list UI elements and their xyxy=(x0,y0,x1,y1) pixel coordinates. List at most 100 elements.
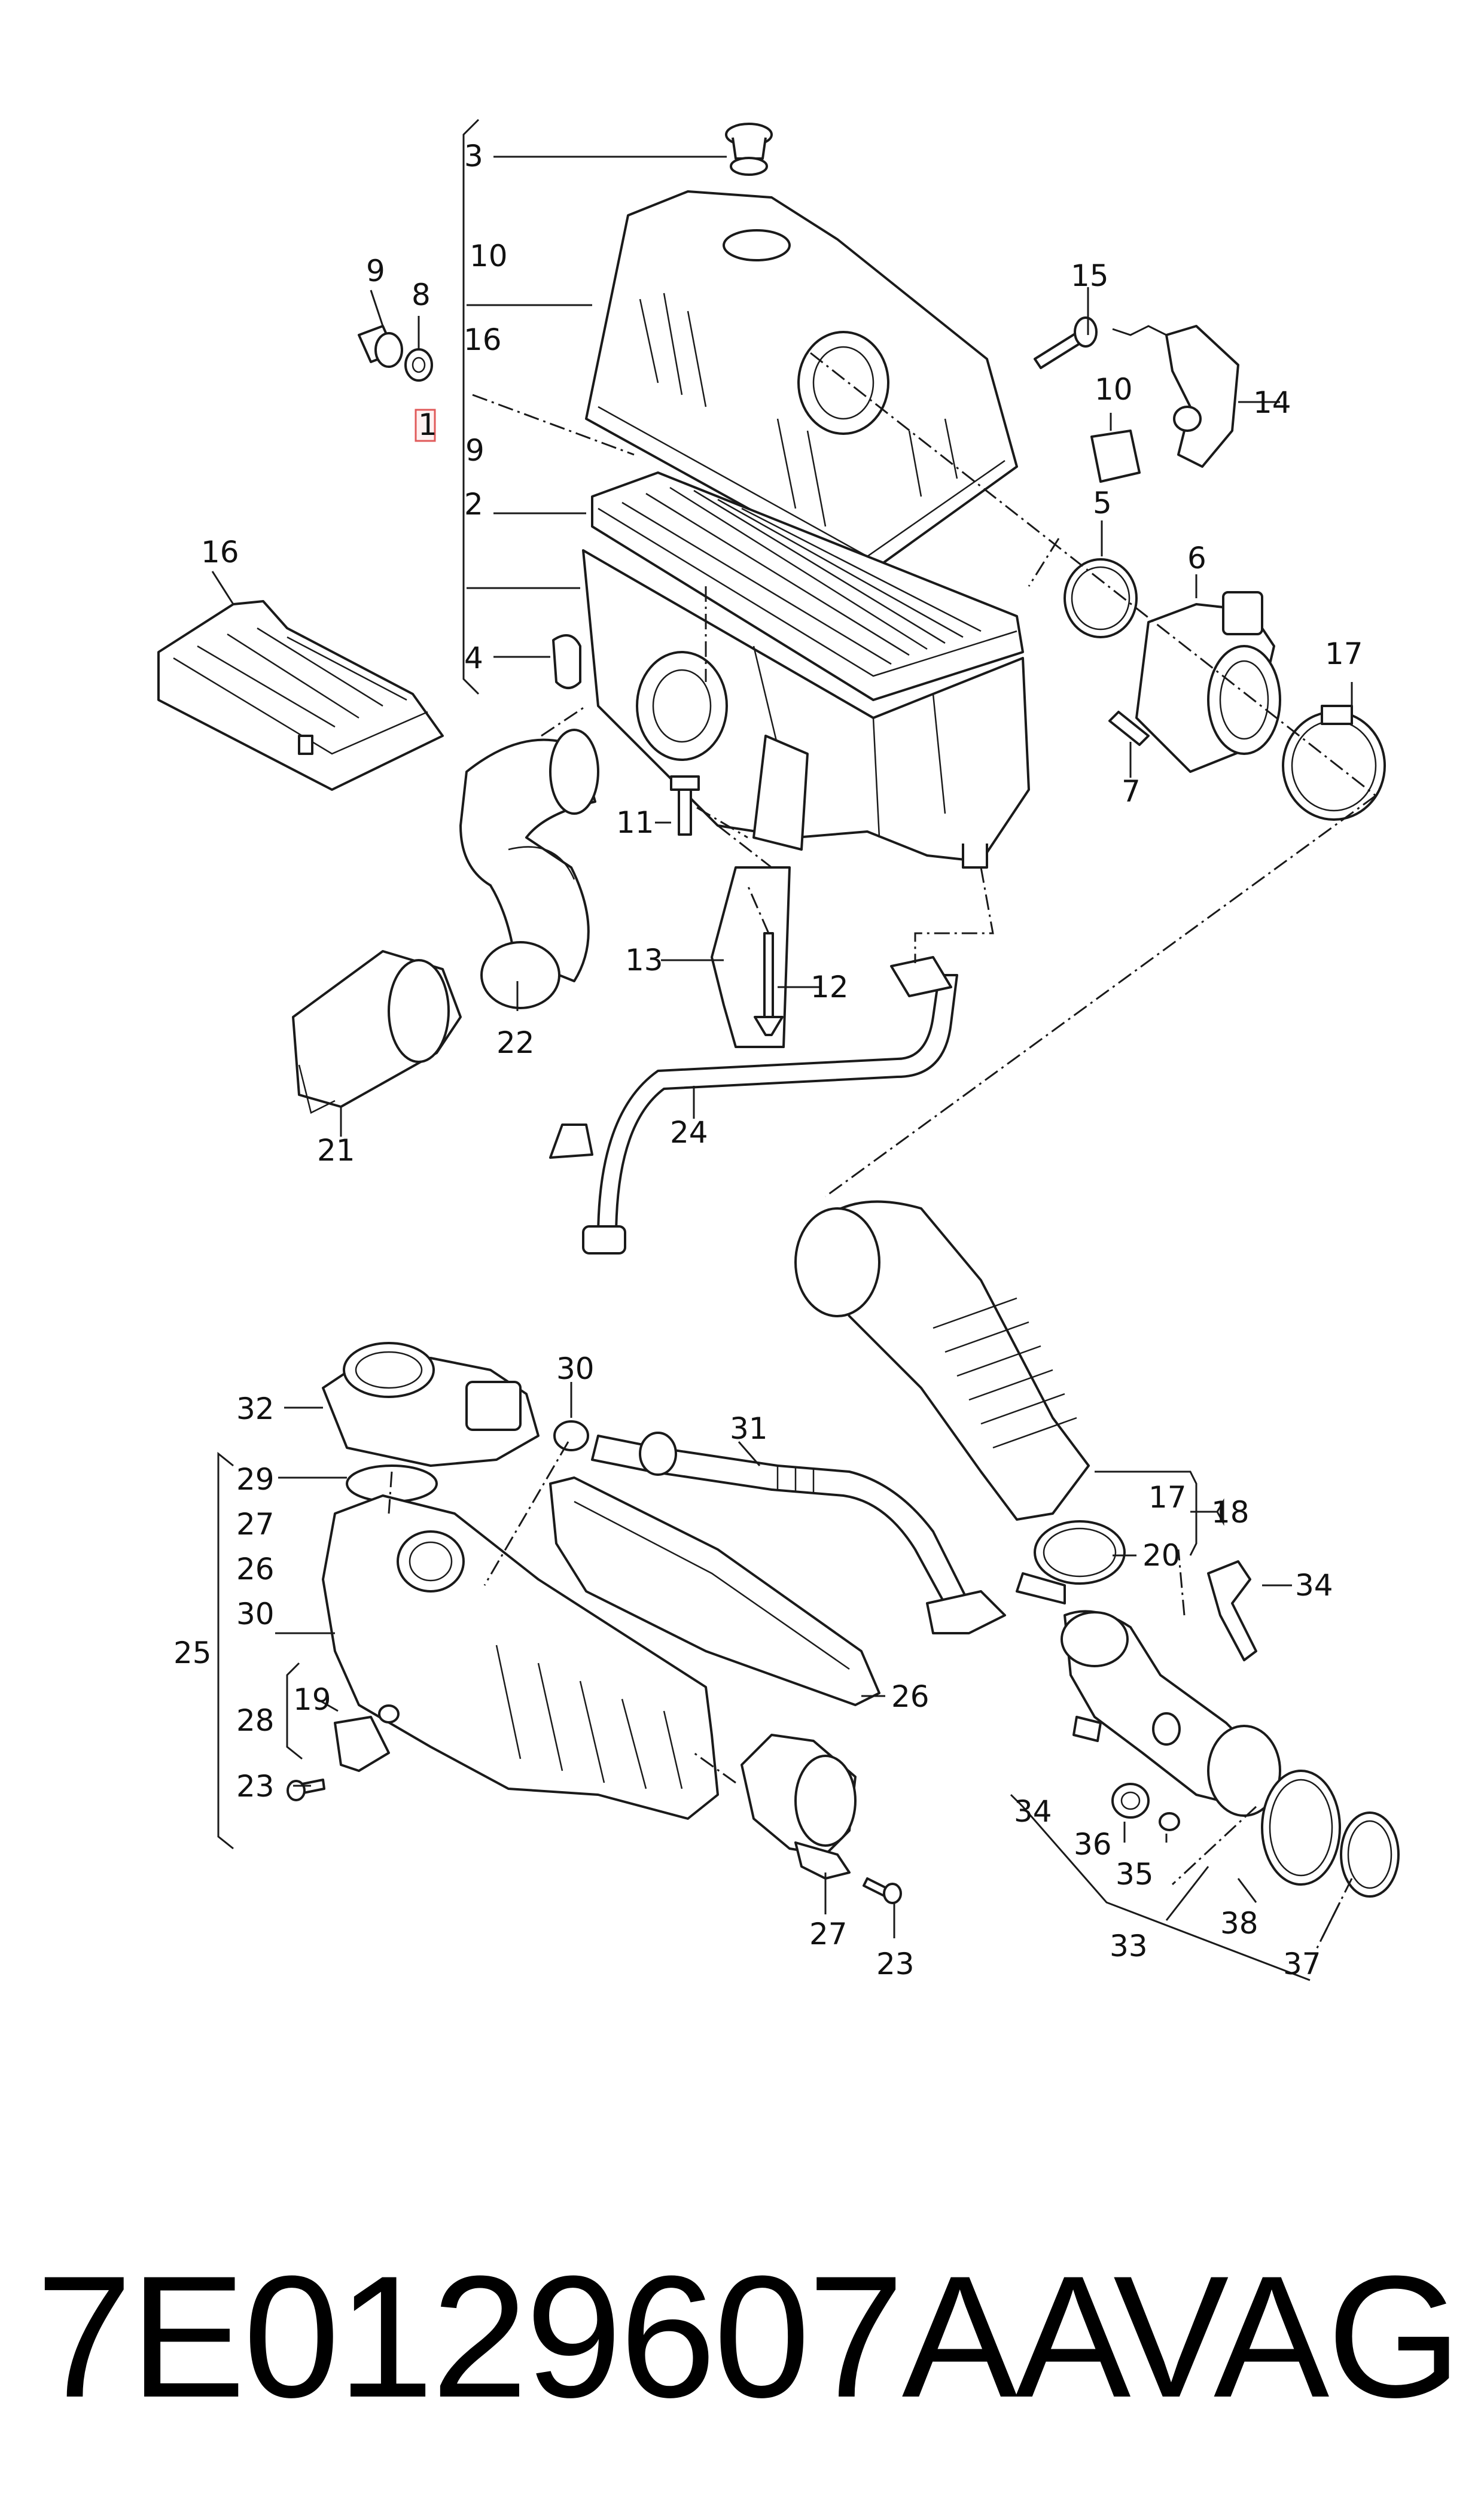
highlight-box-1 xyxy=(415,409,436,442)
connection-line xyxy=(1028,538,1060,587)
connection-line xyxy=(746,885,770,934)
callout-13: 13 xyxy=(625,943,663,978)
callout-14: 14 xyxy=(1253,385,1291,420)
callout-26: 26 xyxy=(891,1679,930,1714)
connection-line xyxy=(825,794,1376,1198)
gasket-30 xyxy=(553,1420,589,1451)
callout-17: 17 xyxy=(1148,1480,1187,1515)
screw-23-left xyxy=(287,1779,325,1801)
brand-name: VAG xyxy=(1113,2240,1462,2434)
callout-33: 33 xyxy=(1110,1929,1148,1963)
callout-34: 34 xyxy=(1295,1568,1333,1603)
callout-24: 24 xyxy=(670,1115,708,1150)
connection-line xyxy=(717,824,772,869)
callout-1: 1 xyxy=(418,407,437,442)
air-filter-upper-housing xyxy=(585,190,1018,576)
callout-9: 9 xyxy=(366,254,385,288)
callout-30: 30 xyxy=(236,1597,275,1631)
callout-30: 30 xyxy=(556,1351,595,1386)
resonator xyxy=(292,950,462,1114)
nut-8 xyxy=(404,348,433,382)
egr-pipe xyxy=(591,1432,1006,1634)
callout-35: 35 xyxy=(1116,1857,1154,1892)
flap-actuator xyxy=(741,1734,857,1880)
callout-38: 38 xyxy=(1220,1906,1258,1941)
callout-labels: 3 10 9 8 16 1 9 2 4 16 15 10 14 5 6 17 7… xyxy=(173,139,1363,1981)
callout-15: 15 xyxy=(1071,258,1109,293)
callout-28: 28 xyxy=(236,1703,275,1738)
connection-line xyxy=(483,1441,569,1586)
part-number: 7E0129607AA xyxy=(36,2240,1131,2434)
intake-manifold xyxy=(322,1494,719,1820)
connection-line xyxy=(1177,1549,1186,1616)
rubber-mount xyxy=(552,634,581,689)
o-ring-37 xyxy=(1340,1811,1400,1898)
callout-21: 21 xyxy=(317,1133,355,1168)
screw-35 xyxy=(1159,1812,1180,1831)
callout-20: 20 xyxy=(1142,1538,1181,1573)
plug-cap xyxy=(725,123,773,176)
callout-9: 9 xyxy=(465,433,484,468)
callout-23: 23 xyxy=(236,1769,275,1804)
callout-6: 6 xyxy=(1187,541,1206,576)
callout-4: 4 xyxy=(464,641,483,675)
screw-23-right xyxy=(863,1877,902,1904)
intake-gasket-26 xyxy=(549,1476,880,1706)
callout-32: 32 xyxy=(236,1392,275,1426)
hose-clamp-20 xyxy=(1016,1520,1126,1604)
callout-34: 34 xyxy=(1014,1794,1052,1829)
callout-27: 27 xyxy=(809,1917,848,1951)
callout-31: 31 xyxy=(730,1411,768,1446)
hose-clamp-17 xyxy=(1282,705,1386,821)
callout-8: 8 xyxy=(412,278,431,312)
footer: 7E0129607AA VAG xyxy=(36,2237,1462,2434)
bolt-15 xyxy=(1034,316,1098,369)
callout-11: 11 xyxy=(616,805,654,840)
screw-7 xyxy=(1108,711,1150,746)
callout-25: 25 xyxy=(173,1636,212,1670)
air-filter-element xyxy=(591,471,1024,701)
callout-3: 3 xyxy=(464,139,483,173)
callout-16: 16 xyxy=(201,535,239,570)
group-bracket-1 xyxy=(462,118,480,695)
callout-5: 5 xyxy=(1093,486,1112,520)
connection-line xyxy=(810,352,1376,797)
callout-37: 37 xyxy=(1283,1947,1321,1981)
parts-diagram: 3 10 9 8 16 1 9 2 4 16 15 10 14 5 6 17 7… xyxy=(157,118,1400,1981)
pressure-sensor xyxy=(1207,1560,1257,1661)
callout-26: 26 xyxy=(236,1552,275,1587)
connection-line xyxy=(696,806,748,839)
bolt-11 xyxy=(670,775,700,836)
breather-hose xyxy=(549,956,958,1255)
connection-line xyxy=(541,705,587,737)
callout-36: 36 xyxy=(1074,1827,1112,1862)
callout-27: 27 xyxy=(236,1507,275,1542)
gasket-ring-5 xyxy=(1064,558,1138,638)
connection-line xyxy=(472,394,635,456)
connection-line xyxy=(693,1752,736,1784)
bracket-14 xyxy=(1165,325,1239,468)
mass-air-flow-sensor xyxy=(1135,591,1281,773)
callout-7: 7 xyxy=(1122,774,1141,809)
connection-line xyxy=(388,1471,393,1514)
callout-16: 16 xyxy=(464,322,502,357)
charge-air-hose xyxy=(794,1200,1090,1521)
callout-10: 10 xyxy=(470,239,508,273)
hose-clamp-38 xyxy=(1261,1770,1341,1886)
sensor-36 xyxy=(1111,1783,1150,1819)
intake-hose xyxy=(459,729,599,1009)
callout-2: 2 xyxy=(464,487,483,522)
callout-19: 19 xyxy=(293,1682,331,1717)
callout-10: 10 xyxy=(1095,372,1133,407)
manifold-sensor xyxy=(334,1704,400,1772)
filter-insert xyxy=(157,600,444,791)
screw-9 xyxy=(358,325,403,368)
callout-29: 29 xyxy=(236,1462,275,1497)
connection-line xyxy=(1171,1805,1257,1886)
callout-18: 18 xyxy=(1211,1495,1250,1530)
grommet-10 xyxy=(1090,430,1141,483)
charge-pipe xyxy=(1061,1610,1281,1817)
callout-23: 23 xyxy=(876,1947,915,1981)
callout-12: 12 xyxy=(810,970,849,1004)
callout-22: 22 xyxy=(496,1025,535,1060)
